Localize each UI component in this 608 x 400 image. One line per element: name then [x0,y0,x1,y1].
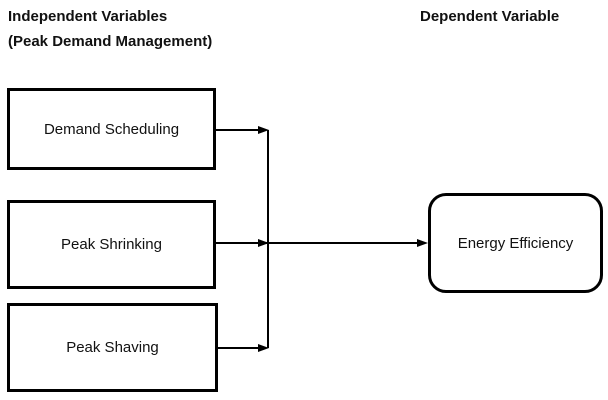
box-demand-scheduling: Demand Scheduling [7,88,216,170]
dependent-variable-heading: Dependent Variable [420,8,560,25]
box-demand-scheduling-label: Demand Scheduling [43,120,180,138]
arrowhead-junction [258,239,269,247]
arrowhead-peak-shaving [258,344,269,352]
independent-variables-heading-line2: (Peak Demand Management) [8,33,213,50]
box-peak-shaving: Peak Shaving [7,303,218,392]
box-energy-efficiency: Energy Efficiency [428,193,603,293]
box-peak-shrinking: Peak Shrinking [7,200,216,289]
box-energy-efficiency-label: Energy Efficiency [457,234,574,252]
arrowhead-energy-efficiency [417,239,428,247]
box-peak-shaving-label: Peak Shaving [66,339,159,356]
independent-variables-heading-line1: Independent Variables [8,8,168,25]
arrowhead-demand-scheduling [258,126,269,134]
box-peak-shrinking-label: Peak Shrinking [61,236,162,253]
independent-variables-heading: Independent Variables (Peak Demand Manag… [8,4,212,54]
